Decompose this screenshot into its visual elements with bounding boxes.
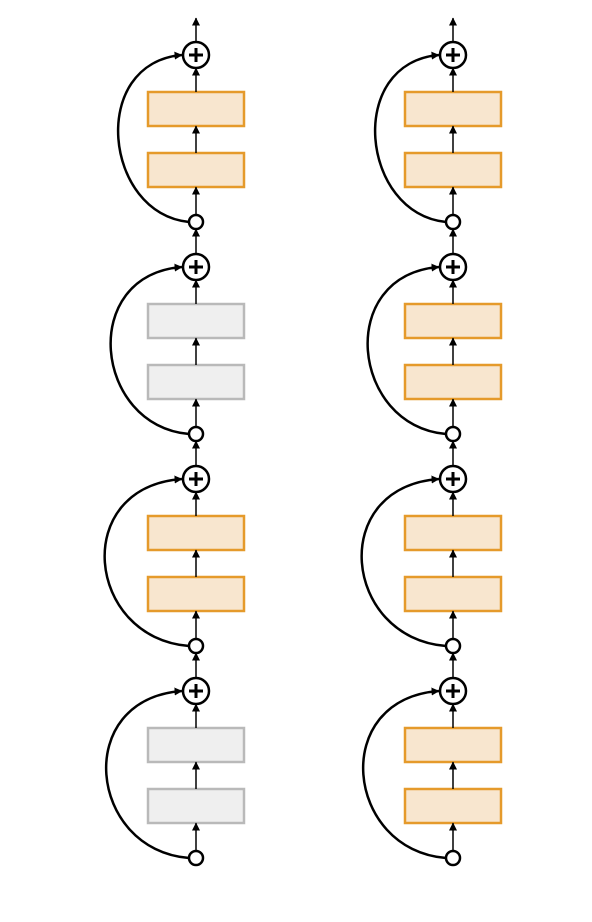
layer-box-lower (146, 575, 246, 613)
sum-node (438, 252, 468, 282)
skip-connection (109, 263, 190, 436)
sum-node (181, 40, 211, 70)
layer-box-upper (146, 302, 246, 340)
residual-block-1 (116, 40, 246, 231)
skip-connection (103, 475, 190, 648)
layer-box-upper (403, 726, 503, 764)
split-node (187, 425, 205, 443)
sum-node (438, 464, 468, 494)
skip-connection (360, 475, 447, 648)
residual-block-3 (360, 464, 503, 655)
split-node (444, 849, 462, 867)
skip-connection (373, 51, 447, 224)
residual-block-3 (103, 464, 246, 655)
residual-block-2 (366, 252, 503, 443)
split-node (444, 425, 462, 443)
layer-box-lower (146, 151, 246, 189)
skip-connection (362, 687, 447, 860)
residual-block-1 (373, 40, 503, 231)
residual-block-4 (362, 676, 503, 867)
layer-box-upper (146, 90, 246, 128)
layer-box-upper (403, 514, 503, 552)
layer-box-lower (403, 151, 503, 189)
skip-connection (105, 687, 190, 860)
layer-box-upper (146, 726, 246, 764)
layer-box-upper (403, 302, 503, 340)
layer-box-lower (146, 787, 246, 825)
column-left (103, 17, 246, 867)
split-node (444, 213, 462, 231)
sum-node (181, 676, 211, 706)
layer-box-lower (403, 363, 503, 401)
skip-connection (366, 263, 447, 436)
layer-box-lower (403, 575, 503, 613)
residual-block-2 (109, 252, 246, 443)
split-node (187, 637, 205, 655)
sum-node (181, 464, 211, 494)
sum-node (438, 676, 468, 706)
layer-box-upper (146, 514, 246, 552)
sum-node (438, 40, 468, 70)
layer-box-lower (146, 363, 246, 401)
diagram-root (103, 17, 503, 867)
residual-block-4 (105, 676, 246, 867)
sum-node (181, 252, 211, 282)
layer-box-lower (403, 787, 503, 825)
split-node (187, 213, 205, 231)
layer-box-upper (403, 90, 503, 128)
skip-connection (116, 51, 190, 224)
split-node (444, 637, 462, 655)
split-node (187, 849, 205, 867)
column-right (360, 17, 503, 867)
